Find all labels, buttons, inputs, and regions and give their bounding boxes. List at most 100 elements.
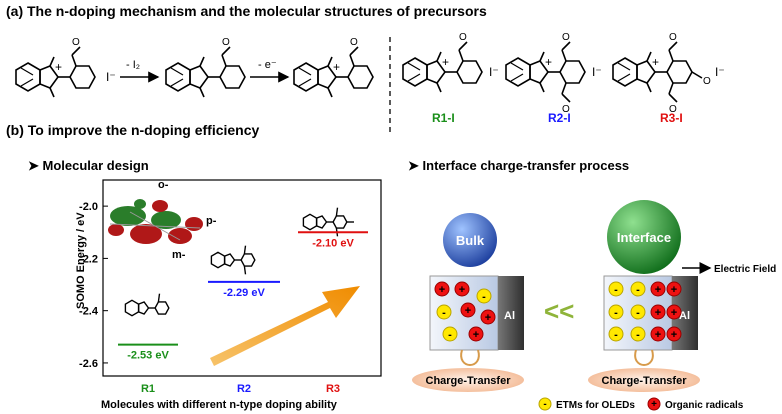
interface-al-label: Al — [679, 310, 690, 322]
svg-text:-: - — [614, 284, 618, 296]
category-label-r2: R2 — [237, 383, 251, 395]
category-label-r1: R1 — [141, 383, 155, 395]
precursor-molecule-3: + O — [293, 37, 374, 98]
organic-radical-particle — [480, 309, 496, 325]
svg-text:- I₂: - I₂ — [126, 59, 140, 71]
etm-particle — [476, 288, 492, 304]
interface-charge-transfer-label: Charge-Transfer — [602, 375, 688, 387]
legend-radical-icon — [647, 397, 661, 411]
svg-text:+: + — [459, 284, 465, 296]
organic-radical-particle — [650, 304, 666, 320]
svg-text:+: + — [473, 329, 479, 341]
etm-particle — [442, 326, 458, 342]
y-tick-label: -2.2 — [79, 253, 98, 265]
organic-radical-particle — [460, 302, 476, 318]
svg-text:I⁻: I⁻ — [106, 70, 116, 84]
orbital-visualization — [108, 199, 203, 244]
r1-molecule-sketch — [124, 293, 170, 317]
precursor-molecule-1: + O I⁻ — [15, 37, 116, 98]
orbital-m-label: m- — [172, 249, 186, 261]
bullet-arrow-icon: ➤ — [28, 158, 43, 173]
doping-ability-arrow — [210, 286, 360, 366]
svg-text:I⁻: I⁻ — [715, 65, 725, 79]
category-label-r3: R3 — [326, 383, 340, 395]
interface-charge-transfer-ellipse — [588, 368, 700, 392]
bulk-charge-transfer-ellipse — [412, 368, 524, 392]
bulk-bubble — [443, 213, 497, 267]
svg-text:+: + — [465, 305, 471, 317]
bulk-al-electrode — [498, 276, 524, 350]
svg-text:O: O — [669, 32, 677, 43]
svg-text:-: - — [448, 329, 452, 341]
organic-radical-particle — [454, 281, 470, 297]
etm-particle — [630, 326, 646, 342]
r3-i-label: R3-I — [660, 111, 683, 125]
svg-text:-: - — [543, 399, 546, 410]
r2-i-label: R2-I — [548, 111, 571, 125]
svg-text:O: O — [562, 32, 570, 43]
energy-value-label-r2: -2.29 eV — [223, 287, 265, 299]
orbital-p-label: p- — [206, 215, 217, 227]
comparison-symbol: << — [544, 296, 574, 326]
svg-text:+: + — [655, 284, 661, 296]
r1-i-structure: + O I⁻ — [402, 32, 499, 93]
svg-text:+: + — [545, 55, 552, 69]
svg-text:+: + — [651, 399, 657, 410]
precursor-molecule-2: O — [165, 37, 246, 98]
r2-molecule-sketch — [210, 245, 256, 275]
x-axis-label: Molecules with different n-type doping a… — [101, 399, 338, 411]
y-tick-label: -2.6 — [79, 358, 98, 370]
svg-text:I⁻: I⁻ — [489, 65, 499, 79]
svg-text:+: + — [333, 60, 340, 74]
legend-etm-label: ETMs for OLEDs — [556, 400, 635, 411]
svg-text:-: - — [636, 329, 640, 341]
etm-particle — [608, 281, 624, 297]
svg-text:-: - — [636, 307, 640, 319]
r2-i-structure: + O O I⁻ — [505, 32, 602, 115]
electric-field-label: Electric Field — [714, 264, 776, 275]
svg-text:O: O — [703, 76, 711, 87]
doping-arrow-label: n-type doping ability — [218, 294, 321, 351]
svg-text:+: + — [652, 55, 659, 69]
etm-particle — [608, 304, 624, 320]
svg-text:-: - — [614, 329, 618, 341]
organic-radical-particle — [468, 326, 484, 342]
svg-text:-: - — [482, 291, 486, 303]
plot-frame — [102, 179, 382, 377]
svg-text:O: O — [350, 37, 358, 48]
svg-text:O: O — [562, 104, 570, 115]
svg-text:-: - — [614, 307, 618, 319]
somo-energy-chart: SOMO Energy / eV Molecules with differen… — [75, 179, 382, 411]
energy-value-label-r3: -2.10 eV — [312, 237, 354, 249]
r1-i-label: R1-I — [432, 111, 455, 125]
organic-radical-particle — [666, 281, 682, 297]
orbital-o-label: o- — [158, 179, 169, 191]
legend-etm-icon — [538, 397, 552, 411]
interface-bubble — [607, 200, 681, 274]
svg-text:+: + — [655, 329, 661, 341]
organic-radical-particle — [650, 281, 666, 297]
mechanism-scheme: + O I⁻ - I₂ O - e⁻ + O + O I⁻ — [15, 32, 725, 134]
organic-radical-particle — [650, 326, 666, 342]
y-tick-label: -2.4 — [79, 306, 99, 318]
svg-text:+: + — [442, 55, 449, 69]
energy-value-label-r1: -2.53 eV — [127, 350, 169, 362]
bulk-charge-transfer-label: Charge-Transfer — [426, 375, 512, 387]
svg-text:+: + — [655, 307, 661, 319]
svg-text:+: + — [485, 312, 491, 324]
organic-radical-particle — [666, 326, 682, 342]
svg-text:+: + — [671, 329, 677, 341]
interface-label: Interface — [617, 230, 671, 245]
section-a-title: (a) The n-doping mechanism and the molec… — [6, 3, 487, 19]
r3-molecule-sketch — [302, 207, 355, 237]
svg-text:-: - — [442, 307, 446, 319]
bullet-arrow-icon: ➤ — [408, 158, 423, 173]
section-b-title: (b) To improve the n-doping efficiency — [6, 122, 260, 138]
etm-particle — [630, 281, 646, 297]
y-tick-label: -2.0 — [79, 201, 98, 213]
molecular-design-heading: ➤ Molecular design — [28, 158, 149, 173]
bulk-al-label: Al — [504, 310, 515, 322]
svg-text:+: + — [671, 284, 677, 296]
svg-text:- e⁻: - e⁻ — [258, 59, 277, 71]
organic-radical-particle — [434, 281, 450, 297]
